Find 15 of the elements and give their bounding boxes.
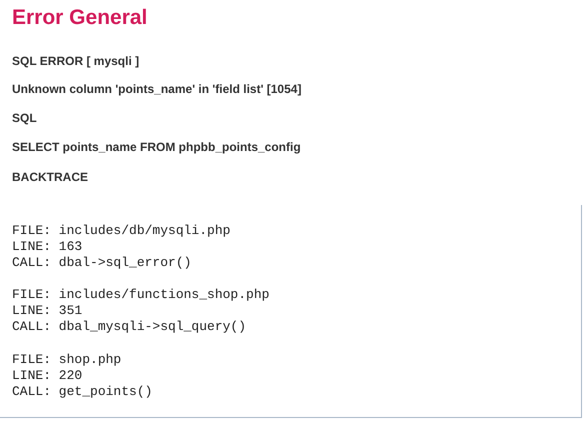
section-heading: BACKTRACE [12,170,88,184]
error-type: SQL ERROR [ mysqli ] [12,54,140,68]
backtrace-line: LINE: 163 [12,239,82,254]
sql-query: SELECT points_name FROM phpbb_points_config [12,140,301,154]
backtrace-line: CALL: dbal->sql_error() [12,255,192,270]
backtrace-line: CALL: dbal_mysqli->sql_query() [12,319,246,334]
backtrace-line: LINE: 351 [12,303,82,318]
backtrace-line: FILE: includes/functions_shop.php [12,287,270,302]
backtrace-line: LINE: 220 [12,368,82,383]
page-title: Error General [12,6,148,30]
error-message: Unknown column 'points_name' in 'field list' [1054] [12,82,302,96]
section-heading: SQL [12,111,37,125]
backtrace-line: FILE: includes/db/mysqli.php [12,223,230,238]
backtrace-line: CALL: get_points() [12,384,152,399]
backtrace-line: FILE: shop.php [12,352,122,367]
